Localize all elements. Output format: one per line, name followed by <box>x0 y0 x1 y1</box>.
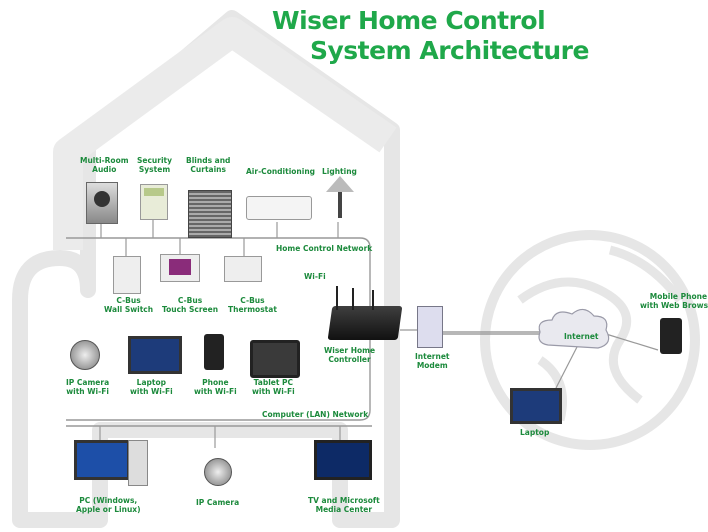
modem-icon <box>417 306 443 348</box>
title-line-2: System Architecture <box>310 36 589 65</box>
wall-switch-icon <box>113 256 141 294</box>
label-laptop: Laptop <box>520 428 550 437</box>
router-icon <box>327 306 403 340</box>
label-ip-camera: IP Camera <box>196 498 240 507</box>
label-pc: PC (Windows,Apple or Linux) <box>76 496 141 514</box>
air-conditioner-icon <box>246 196 312 220</box>
phone-wifi-icon <box>204 334 224 370</box>
ip-camera-icon <box>204 458 232 486</box>
laptop-icon <box>510 388 562 424</box>
label-wifi: Wi-Fi <box>304 272 326 281</box>
pc-icon <box>74 440 130 480</box>
globe-icon <box>480 230 700 450</box>
blinds-icon <box>188 190 232 238</box>
lamp-icon <box>326 176 354 192</box>
internet-cloud-icon <box>538 308 610 349</box>
label-lan-network: Computer (LAN) Network <box>262 410 369 419</box>
touch-screen-icon <box>160 254 200 282</box>
tv-icon <box>314 440 372 480</box>
ip-camera-wifi-icon <box>70 340 100 370</box>
title-line-1: Wiser Home Control <box>272 6 546 35</box>
label-lighting: Lighting <box>322 167 357 176</box>
laptop-wifi-icon <box>128 336 182 374</box>
label-internet: Internet <box>564 332 599 341</box>
label-home-control-network: Home Control Network <box>276 244 373 253</box>
mobile-phone-icon <box>660 318 682 354</box>
tablet-pc-icon <box>250 340 300 378</box>
speaker-icon <box>86 182 118 224</box>
label-air-conditioning: Air-Conditioning <box>246 167 316 176</box>
thermostat-icon <box>224 256 262 282</box>
security-keypad-icon <box>140 184 168 220</box>
